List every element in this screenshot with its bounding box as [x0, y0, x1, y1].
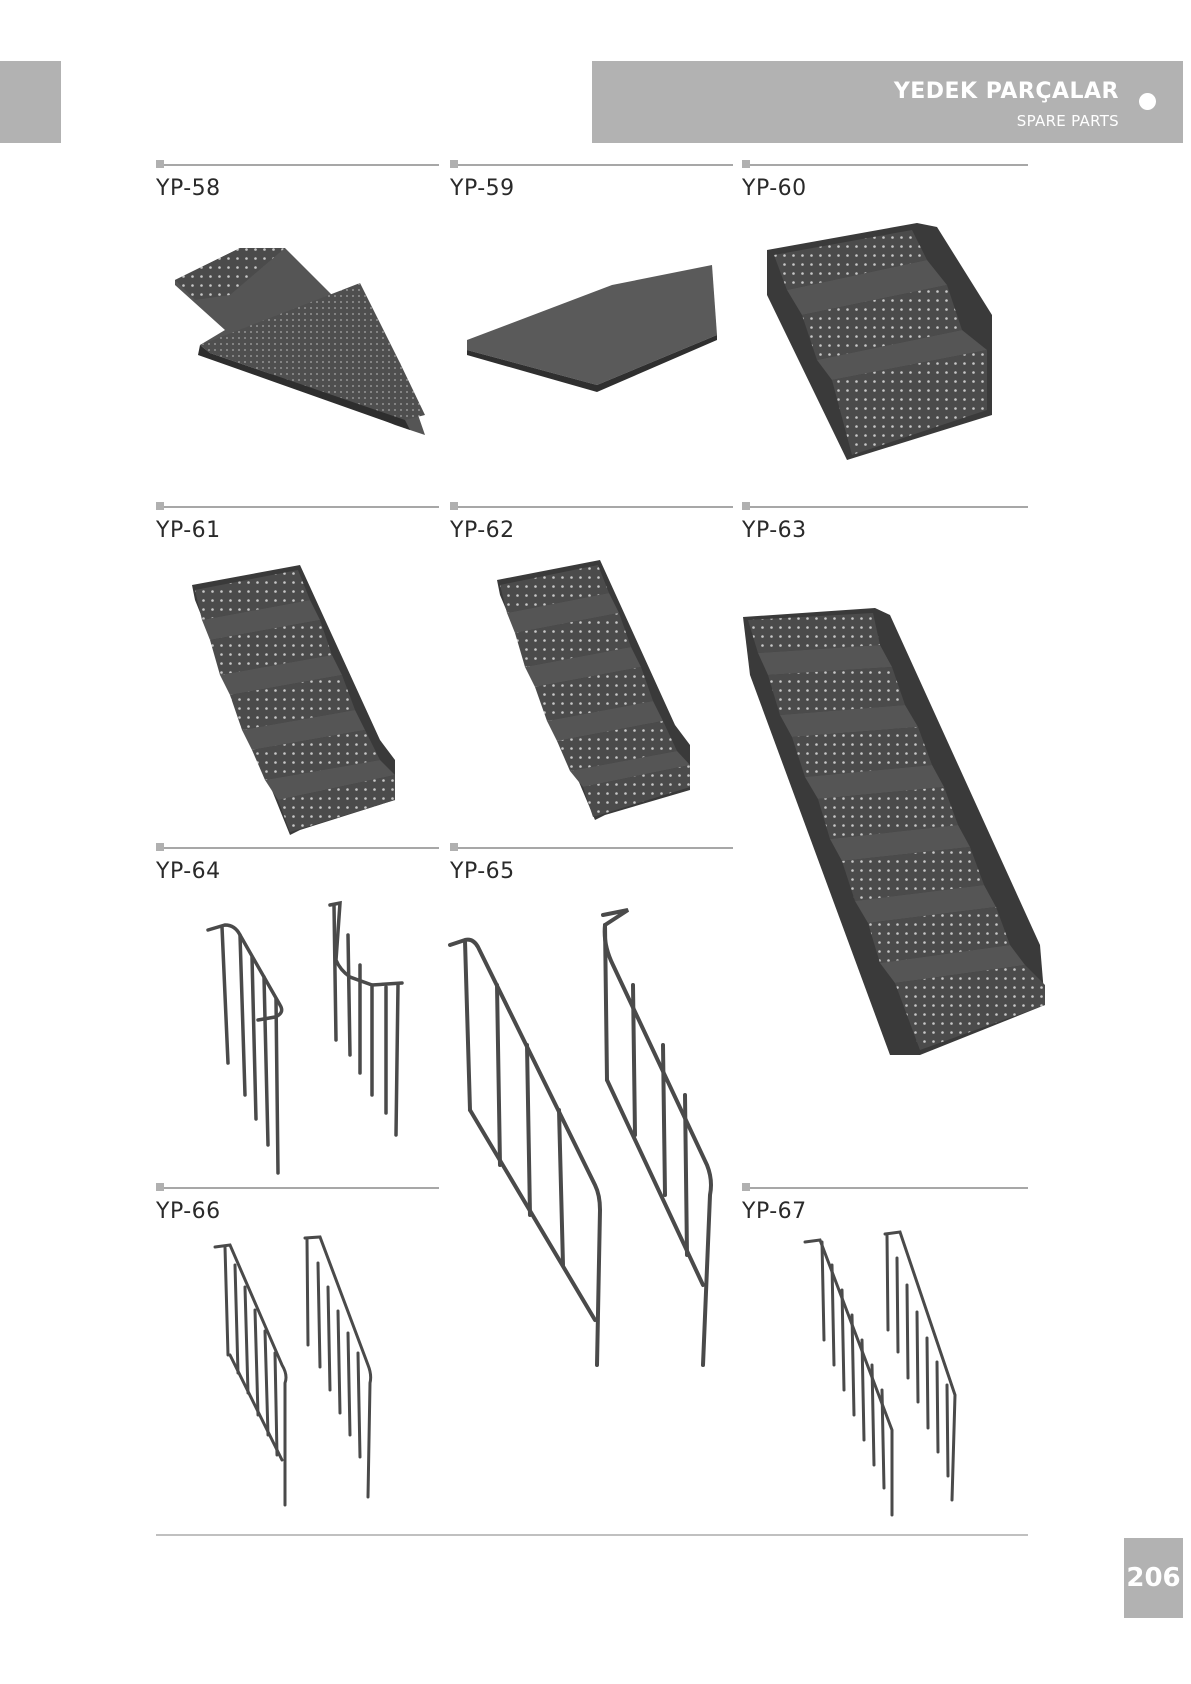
page-number: 206 — [1124, 1538, 1183, 1618]
part-code: YP-59 — [450, 176, 515, 201]
yp63-stair-image — [743, 608, 1045, 1055]
yp66-railing-image — [213, 1235, 373, 1507]
part-code: YP-62 — [450, 518, 515, 543]
header-dot-icon — [1139, 93, 1156, 110]
yp62-stair-image — [497, 560, 690, 820]
part-code: YP-64 — [156, 859, 221, 884]
yp58-landing-image — [175, 248, 425, 435]
part-code: YP-61 — [156, 518, 221, 543]
yp61-stair-image — [192, 565, 395, 835]
yp64-railing-image — [206, 900, 404, 1175]
section-subtitle: SPARE PARTS — [1016, 112, 1119, 130]
part-code: YP-65 — [450, 859, 515, 884]
section-title: YEDEK PARÇALAR — [893, 79, 1119, 104]
yp59-landing-image — [467, 265, 717, 392]
yp60-stair-image — [767, 223, 992, 460]
part-code: YP-67 — [742, 1199, 807, 1224]
section-header: YEDEK PARÇALAR SPARE PARTS — [592, 61, 1183, 143]
part-code: YP-58 — [156, 176, 221, 201]
left-edge-tab — [0, 61, 61, 143]
yp67-railing-image — [803, 1230, 957, 1517]
part-code: YP-63 — [742, 518, 807, 543]
part-code: YP-66 — [156, 1199, 221, 1224]
yp65-railing-image — [448, 908, 713, 1367]
part-code: YP-60 — [742, 176, 807, 201]
footer-rule — [156, 1534, 1028, 1536]
